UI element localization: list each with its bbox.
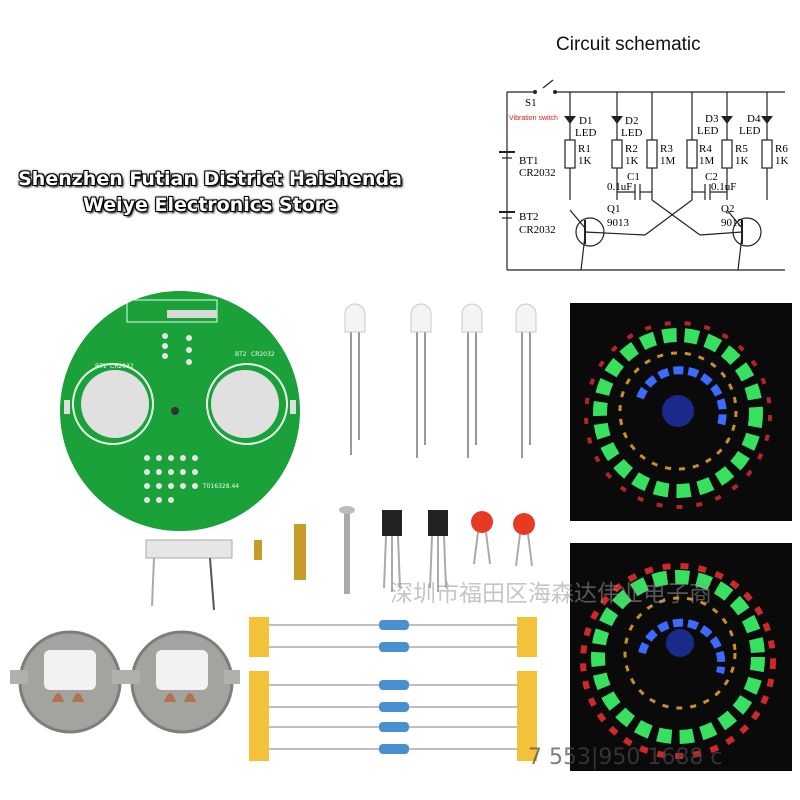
label-d1: D1: [579, 115, 592, 127]
pcb-board: BT1 CR2032 BT2 CR2032 T016328.44: [60, 291, 300, 531]
label-bt2: BT2: [519, 211, 539, 223]
led-components: [344, 303, 537, 458]
label-q1: Q1: [607, 203, 620, 215]
label-led-1: LED: [575, 127, 596, 139]
battery-holders: [10, 630, 240, 734]
label-d3: D3: [705, 113, 719, 125]
label-led-3: LED: [697, 125, 718, 137]
led-rings-2: [580, 563, 776, 759]
small-components: [145, 506, 535, 611]
store-name-overlay: Shenzhen Futian District Haishenda Weiye…: [0, 166, 420, 218]
label-r6: R6: [775, 143, 788, 155]
label-q1-type: 9013: [607, 217, 630, 229]
label-c2: C2: [705, 171, 718, 183]
label-r3-value: 1M: [660, 155, 676, 167]
pcb-label-bt2: BT2: [235, 351, 247, 358]
label-c1-value: 0.1uF: [607, 181, 632, 193]
label-r1-value: 1K: [578, 155, 592, 167]
pcb-label-cr-2: CR2032: [251, 351, 275, 358]
label-r4-value: 1M: [699, 155, 715, 167]
label-r2: R2: [625, 143, 638, 155]
pcb-label-bt1: BT1: [95, 363, 107, 370]
watermark-chinese: 深圳市福田区海森达伟业电子商: [390, 581, 712, 607]
label-r1: R1: [578, 143, 591, 155]
label-r3: R3: [660, 143, 673, 155]
label-r4: R4: [699, 143, 712, 155]
label-led-4: LED: [739, 125, 760, 137]
circuit-schematic: S1 Vibration switch BT1 CR2032 BT2 CR203…: [499, 79, 789, 271]
label-bt1-type: CR2032: [519, 167, 556, 179]
pcb-label-cr-1: CR2032: [110, 363, 134, 370]
label-r2-value: 1K: [625, 155, 639, 167]
store-name-line2: Weiye Electronics Store: [82, 194, 337, 216]
label-q2-type: 9013: [721, 217, 744, 229]
label-d4: D4: [747, 113, 761, 125]
label-r5-value: 1K: [735, 155, 749, 167]
label-q2: Q2: [721, 203, 734, 215]
label-r5: R5: [735, 143, 748, 155]
spinning-led-photo-2: [570, 543, 792, 771]
label-bt1: BT1: [519, 155, 539, 167]
label-s1: S1: [525, 97, 537, 109]
watermark-number: 7 553|950 1688 c: [528, 745, 723, 770]
schematic-title: Circuit schematic: [556, 34, 701, 55]
label-r6-value: 1K: [775, 155, 789, 167]
label-bt2-type: CR2032: [519, 224, 556, 236]
label-vibration-switch: Vibration switch: [509, 115, 558, 122]
label-d2: D2: [625, 115, 638, 127]
led-rings-1: [584, 321, 772, 509]
resistor-strips: [249, 617, 537, 761]
spinning-led-photo-1: [570, 303, 792, 521]
label-led-2: LED: [621, 127, 642, 139]
store-name-line1: Shenzhen Futian District Haishenda: [18, 168, 402, 190]
pcb-label-code: T016328.44: [202, 483, 239, 490]
label-c2-value: 0.1uF: [711, 181, 736, 193]
label-c1: C1: [627, 171, 640, 183]
